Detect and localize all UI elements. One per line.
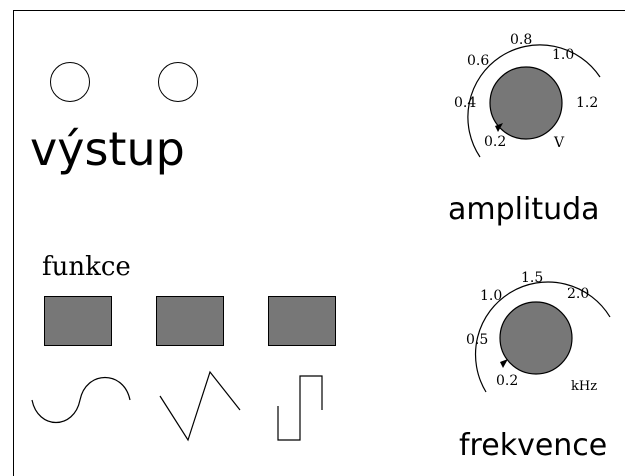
amplitude-tick-label: 1.2 — [576, 95, 598, 111]
frequency-tick-label: 1.0 — [480, 288, 502, 304]
amplitude-tick-label: 0.8 — [510, 32, 532, 48]
amplitude-unit: V — [553, 135, 565, 151]
amplitude-pointer-icon — [495, 123, 503, 132]
frequency-tick-label: 0.5 — [466, 332, 488, 348]
amplitude-scale-arc — [467, 44, 601, 158]
frequency-scale-arc — [474, 281, 611, 393]
amplitude-tick-label: 0.4 — [454, 95, 476, 111]
square-wave-icon — [277, 375, 323, 441]
panel-frame — [13, 10, 625, 476]
sine-wave-icon — [31, 376, 131, 424]
amplitude-label: amplituda — [448, 192, 600, 227]
frequency-knob[interactable] — [499, 301, 573, 375]
frequency-dial: 0.2 0.5 1.0 1.5 2.0 kHz — [466, 270, 611, 394]
amplitude-tick-label: 0.2 — [484, 134, 506, 150]
sawtooth-button[interactable] — [156, 296, 224, 346]
frequency-pointer-icon — [500, 359, 508, 368]
output-label: výstup — [30, 122, 185, 176]
square-button[interactable] — [268, 296, 336, 346]
frequency-tick-label: 0.2 — [496, 373, 518, 389]
amplitude-dial: 0.2 0.4 0.6 0.8 1.0 1.2 V — [454, 32, 601, 158]
output-socket-right[interactable] — [158, 62, 198, 102]
amplitude-tick-label: 0.6 — [467, 53, 489, 69]
sine-button[interactable] — [44, 296, 112, 346]
frequency-unit: kHz — [571, 379, 597, 394]
amplitude-tick-label: 1.0 — [552, 47, 574, 63]
sawtooth-wave-icon — [159, 370, 241, 442]
function-label: funkce — [42, 252, 131, 282]
frequency-label: frekvence — [459, 428, 608, 463]
frequency-tick-label: 1.5 — [521, 270, 543, 286]
output-socket-left[interactable] — [50, 62, 90, 102]
amplitude-knob[interactable] — [489, 66, 563, 140]
frequency-tick-label: 2.0 — [567, 286, 589, 302]
